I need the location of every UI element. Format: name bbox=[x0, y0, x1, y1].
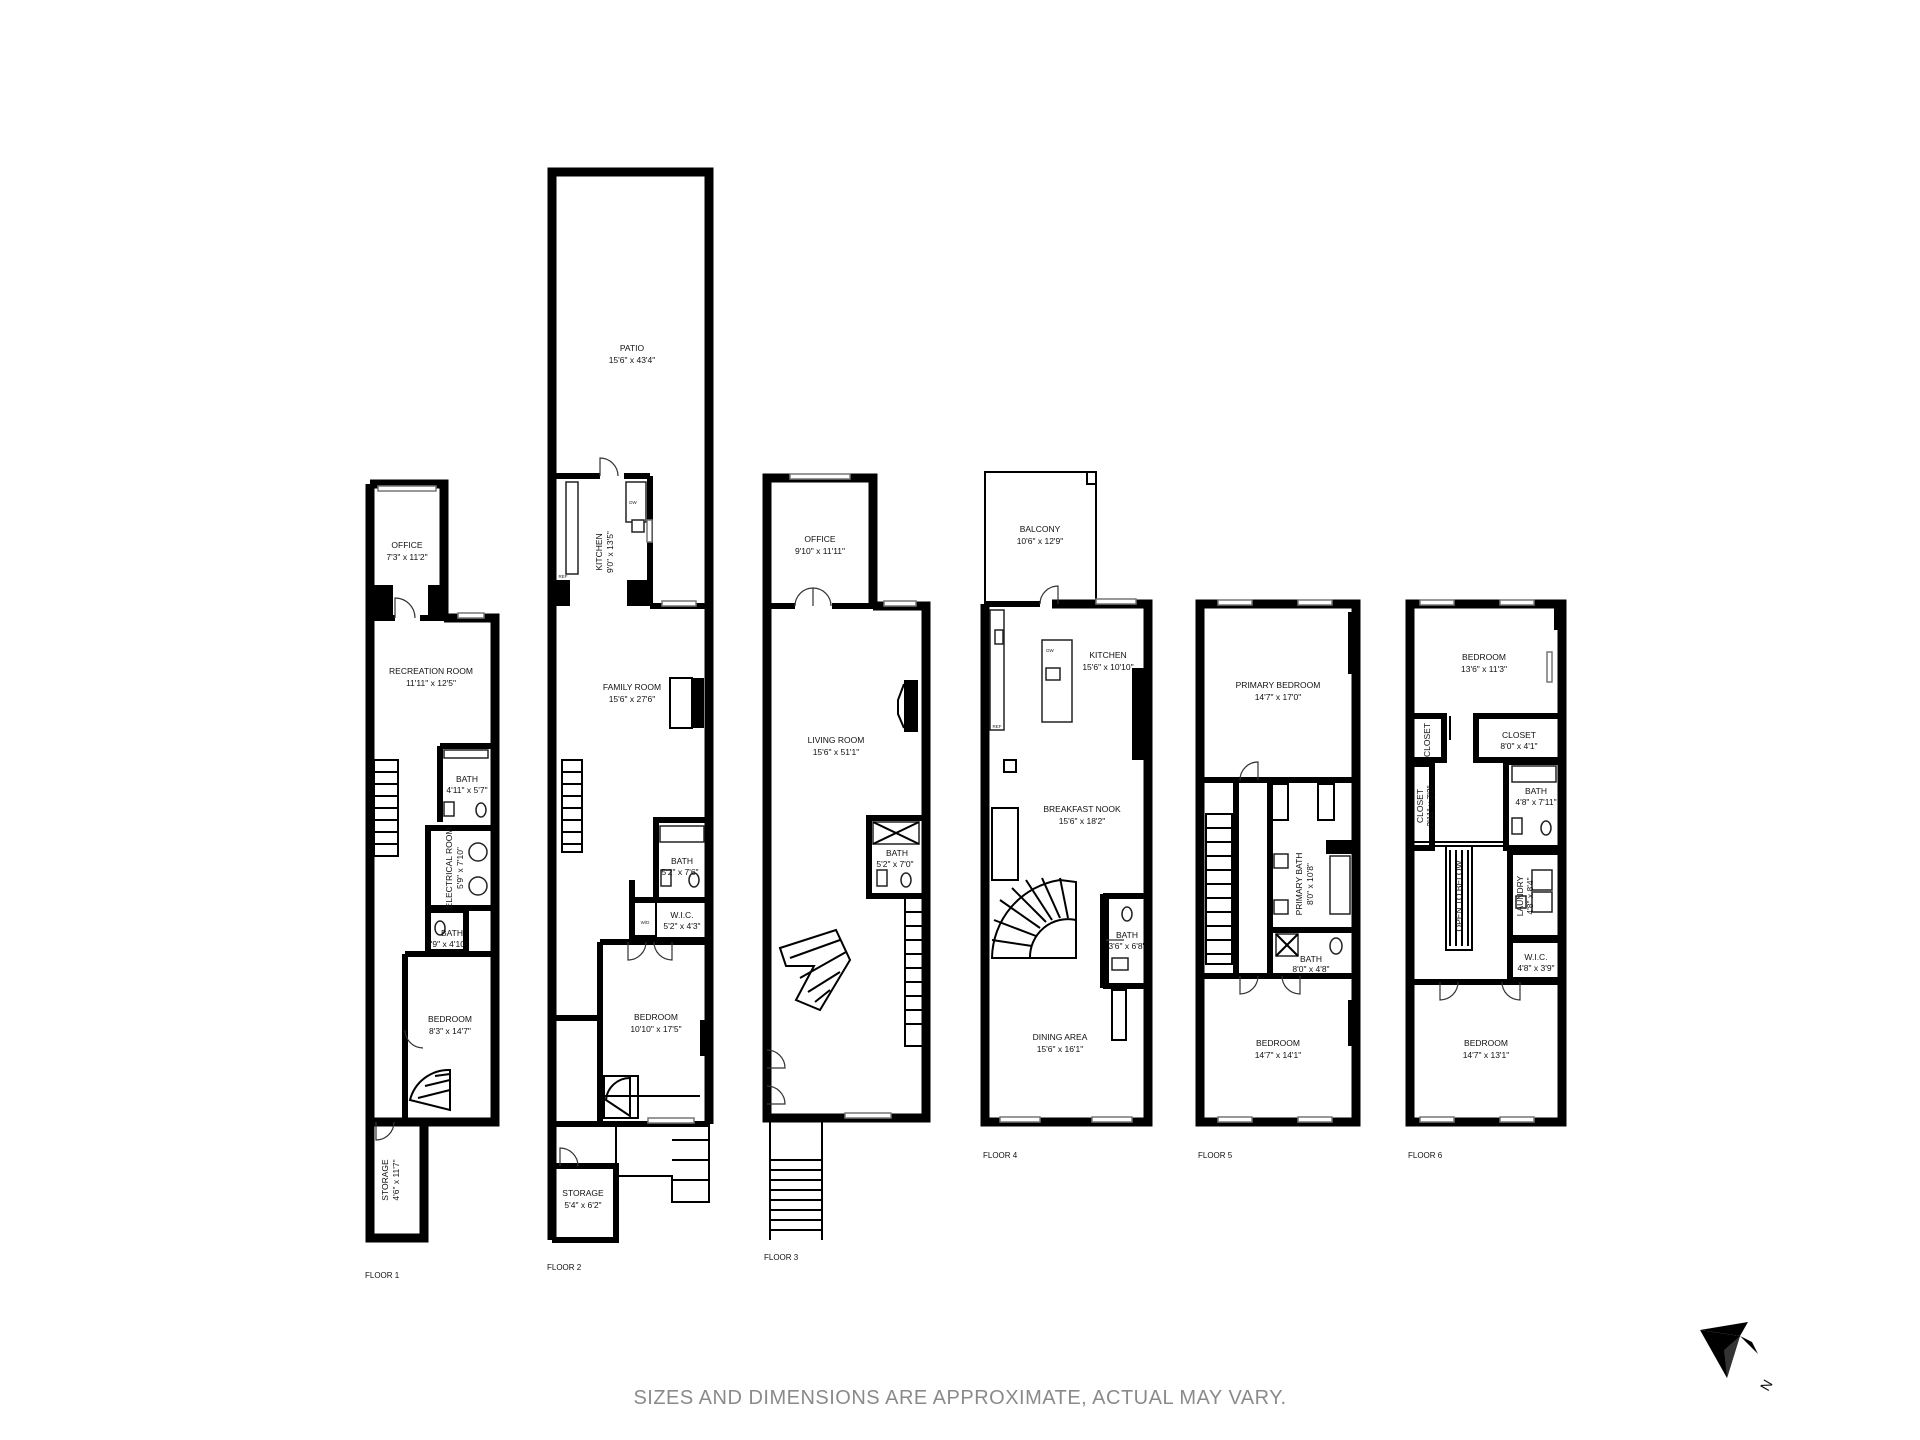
room-dims: 5'9" x 7'10" bbox=[455, 847, 465, 889]
fixture-wd: W/D bbox=[641, 920, 650, 925]
fixture-dw: DW bbox=[629, 500, 637, 505]
room-name: BATH bbox=[456, 774, 478, 784]
room-name: CLOSET bbox=[1415, 789, 1425, 823]
floor-4: BALCONY 10'6" x 12'9" KITCHEN 15'6" x 10… bbox=[980, 471, 1153, 1160]
room-dims: 5'2" x 7'0" bbox=[876, 859, 913, 869]
room-dims: 8'0" x 10'8" bbox=[1305, 863, 1315, 905]
room-name: OFFICE bbox=[804, 534, 835, 544]
disclaimer-text: SIZES AND DIMENSIONS ARE APPROXIMATE, AC… bbox=[633, 1387, 1286, 1409]
fixture-ref: REF bbox=[559, 574, 568, 579]
room-name: RECREATION ROOM bbox=[389, 666, 473, 676]
room-dims: 9'0" x 13'5" bbox=[605, 531, 615, 573]
room-dims: 15'6" x 43'4" bbox=[609, 355, 656, 365]
room-dims: 8'0" x 4'1" bbox=[1500, 741, 1537, 751]
room-dims: 15'6" x 27'6" bbox=[609, 694, 656, 704]
room-name: BATH bbox=[1116, 930, 1138, 940]
room-dims: 15'6" x 18'2" bbox=[1059, 816, 1106, 826]
room-name: BATH bbox=[1300, 954, 1322, 964]
room-name: BEDROOM bbox=[1464, 1038, 1508, 1048]
room-name: KITCHEN bbox=[1089, 650, 1126, 660]
room-dims: 7'3" x 11'2" bbox=[386, 552, 427, 562]
room-dims: 14'7" x 13'1" bbox=[1463, 1050, 1510, 1060]
room-name: FAMILY ROOM bbox=[603, 682, 661, 692]
room-dims: 10'10" x 17'5" bbox=[630, 1024, 681, 1034]
floor-label: FLOOR 6 bbox=[1408, 1151, 1443, 1160]
room-name: W.I.C. bbox=[670, 910, 693, 920]
room-dims: 15'6" x 16'1" bbox=[1037, 1044, 1084, 1054]
room-dims: 4'11" x 5'7" bbox=[446, 785, 487, 795]
floor-1: OFFICE 7'3" x 11'2" RECREATION ROOM 11'1… bbox=[365, 479, 500, 1280]
room-name: ELECTRICAL ROOM bbox=[444, 828, 454, 909]
floor-2: PATIO 15'6" x 43'4" KITCHEN 9'0" x 13'5"… bbox=[547, 167, 714, 1272]
room-dims: 8'0" x 4'8" bbox=[1292, 964, 1329, 974]
room-name: LIVING ROOM bbox=[808, 735, 865, 745]
room-name: PRIMARY BEDROOM bbox=[1236, 680, 1321, 690]
room-name: BATH bbox=[671, 856, 693, 866]
north-compass: N bbox=[1700, 1322, 1776, 1394]
room-dims: 14'7" x 17'0" bbox=[1255, 692, 1302, 702]
room-name: BATH bbox=[441, 928, 463, 938]
room-name: DINING AREA bbox=[1033, 1032, 1088, 1042]
floor-3: OFFICE 9'10" x 11'11" LIVING ROOM 15'6" … bbox=[762, 473, 931, 1262]
floor-label: FLOOR 1 bbox=[365, 1271, 400, 1280]
room-name: PRIMARY BATH bbox=[1294, 853, 1304, 916]
room-name: KITCHEN bbox=[594, 533, 604, 570]
room-name: STORAGE bbox=[380, 1159, 390, 1201]
fixture-dw: DW bbox=[1046, 648, 1054, 653]
room-name: LAUNDRY bbox=[1515, 875, 1525, 916]
room-dims: 3'6" x 6'8" bbox=[1108, 941, 1145, 951]
room-name: BATH bbox=[886, 848, 908, 858]
room-name: BREAKFAST NOOK bbox=[1043, 804, 1121, 814]
room-name: BEDROOM bbox=[1462, 652, 1506, 662]
room-dims: 10'6" x 12'9" bbox=[1017, 536, 1064, 546]
room-dims: 8'3" x 14'7" bbox=[429, 1026, 471, 1036]
room-name: OPEN TO BELOW bbox=[1454, 860, 1464, 931]
fixture-ref: REF bbox=[993, 724, 1002, 729]
room-name: CLOSET bbox=[1502, 730, 1536, 740]
compass-label: N bbox=[1757, 1377, 1776, 1394]
floor-5: PRIMARY BEDROOM 14'7" x 17'0" PRIMARY BA… bbox=[1195, 599, 1361, 1160]
room-name: CLOSET bbox=[1422, 723, 1432, 757]
room-dims: 2'11" x 7'2" bbox=[1425, 785, 1435, 826]
room-dims: 9'10" x 11'11" bbox=[795, 546, 845, 556]
room-name: BEDROOM bbox=[428, 1014, 472, 1024]
room-name: OFFICE bbox=[391, 540, 422, 550]
floor-label: FLOOR 5 bbox=[1198, 1151, 1233, 1160]
floor-label: FLOOR 2 bbox=[547, 1263, 582, 1272]
room-dims: 4'8" x 3'9" bbox=[1517, 963, 1554, 973]
room-name: BATH bbox=[1525, 786, 1547, 796]
room-dims: 5'2" x 4'3" bbox=[663, 921, 700, 931]
room-dims: 13'6" x 11'3" bbox=[1461, 664, 1507, 674]
floor-label: FLOOR 4 bbox=[983, 1151, 1018, 1160]
room-dims: 15'6" x 10'10" bbox=[1082, 662, 1133, 672]
floor-label: FLOOR 3 bbox=[764, 1253, 799, 1262]
room-name: STORAGE bbox=[562, 1188, 604, 1198]
room-name: BEDROOM bbox=[1256, 1038, 1300, 1048]
room-dims: 4'8" x 7'11" bbox=[1515, 797, 1556, 807]
floor-6: BEDROOM 13'6" x 11'3" CLOSET CLOSET 8'0"… bbox=[1405, 599, 1567, 1160]
room-name: W.I.C. bbox=[1524, 952, 1547, 962]
room-name: BEDROOM bbox=[634, 1012, 678, 1022]
room-dims: 3'9" x 4'10" bbox=[426, 939, 468, 949]
room-name: PATIO bbox=[620, 343, 645, 353]
room-dims: 14'7" x 14'1" bbox=[1255, 1050, 1302, 1060]
room-dims: 5'2" x 7'6" bbox=[661, 867, 698, 877]
room-name: BALCONY bbox=[1020, 524, 1061, 534]
room-dims: 4'8" x 8'4" bbox=[1525, 877, 1535, 914]
room-dims: 11'11" x 12'5" bbox=[406, 678, 456, 688]
room-dims: 15'6" x 51'1" bbox=[813, 747, 860, 757]
room-dims: 4'6" x 11'7" bbox=[391, 1159, 401, 1200]
room-dims: 5'4" x 6'2" bbox=[564, 1200, 601, 1210]
